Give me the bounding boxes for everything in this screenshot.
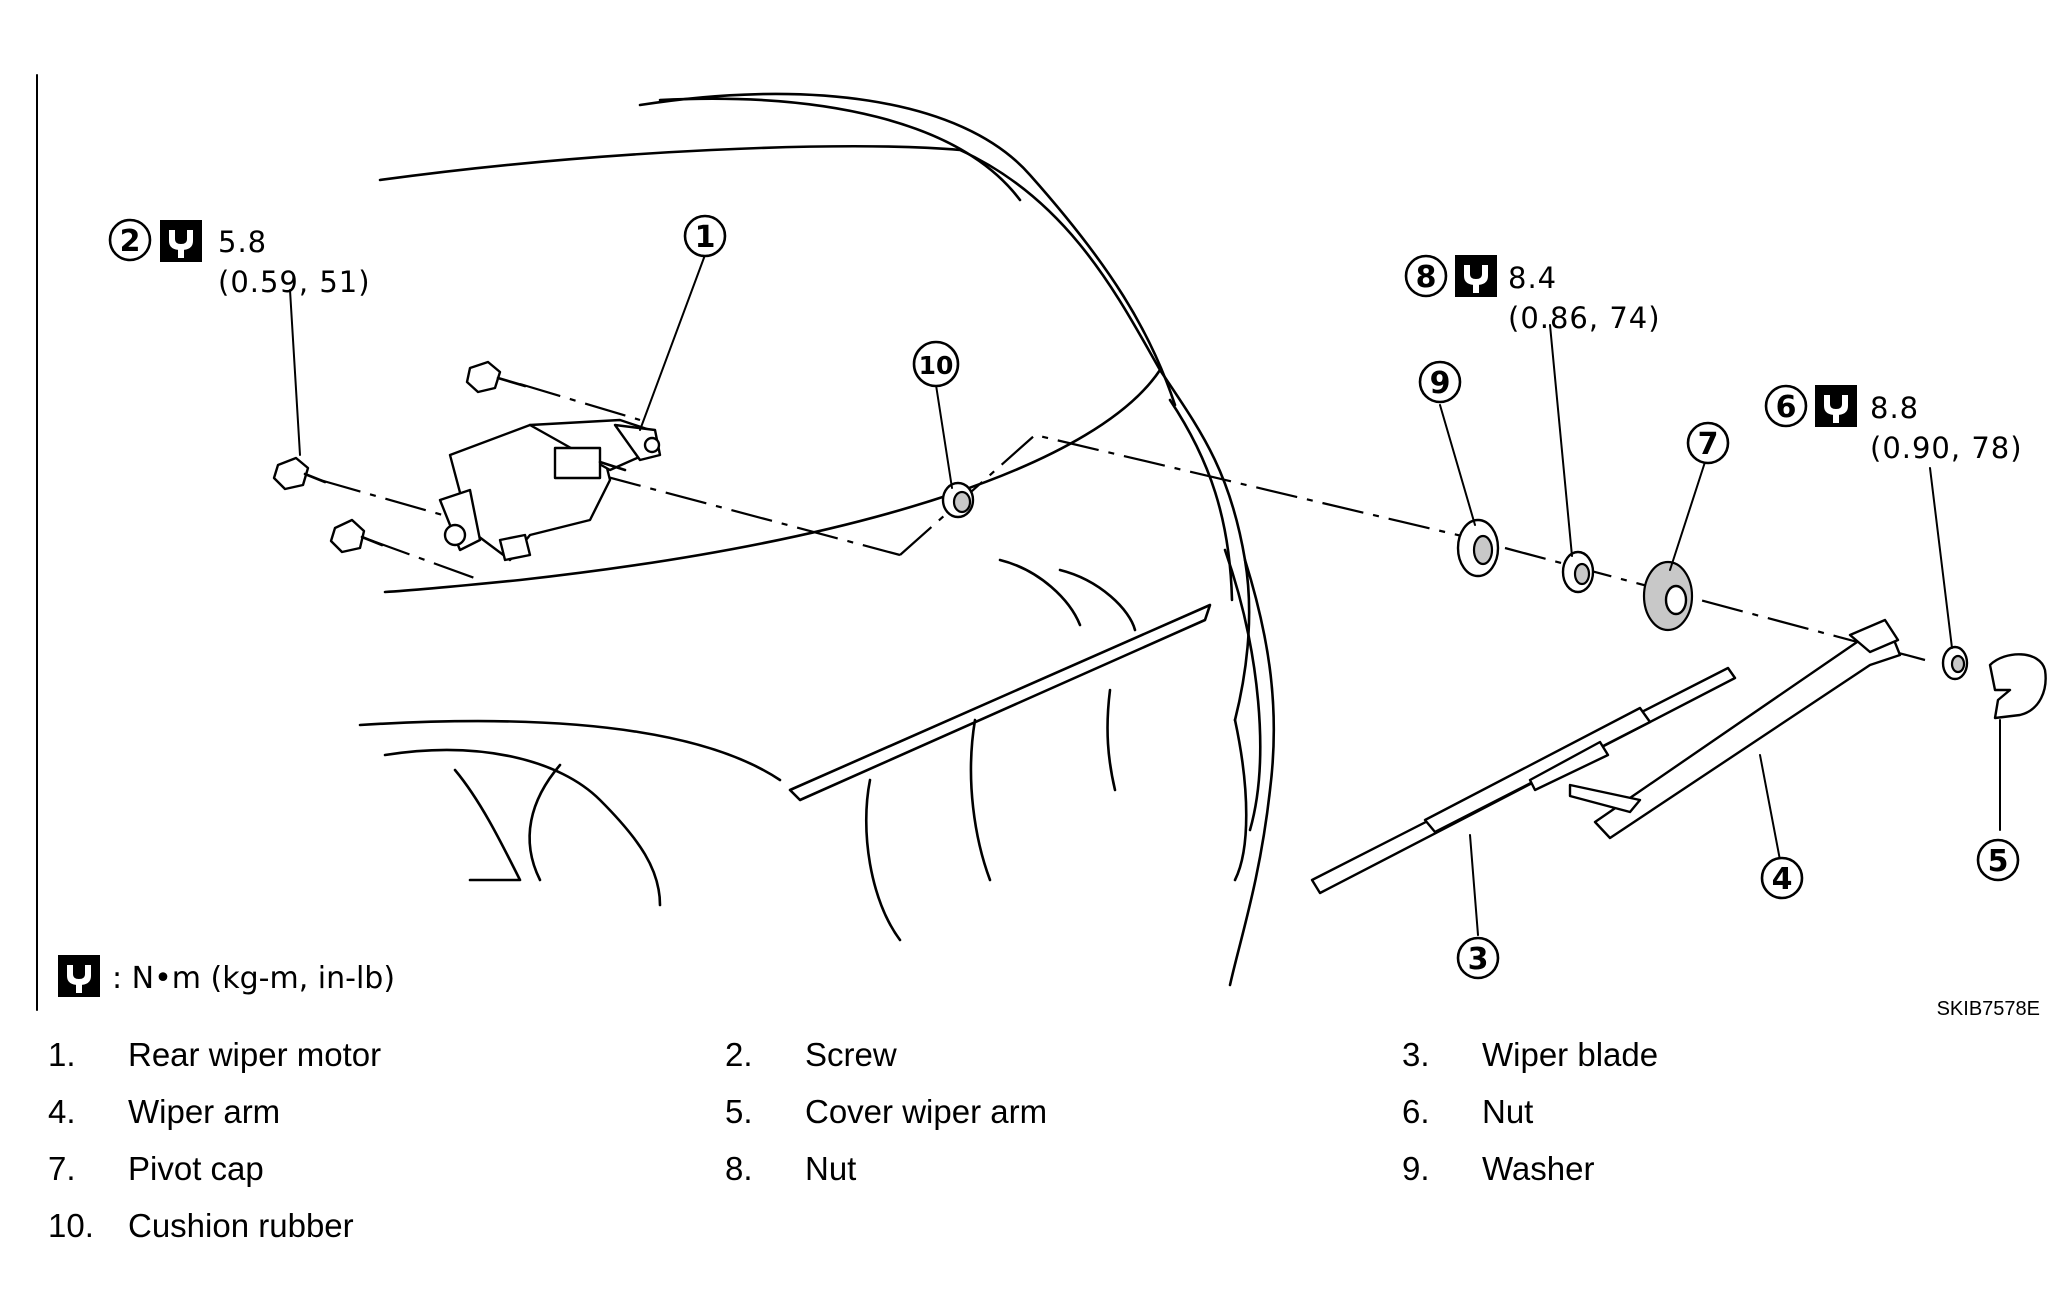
callout-4: 4 <box>1760 856 1804 900</box>
callout-5: 5 <box>1976 838 2020 882</box>
svg-text:1: 1 <box>695 220 716 255</box>
part-number: 2. <box>725 1036 753 1073</box>
svg-text:(0.59, 51): (0.59, 51) <box>218 265 371 299</box>
part-number: 7. <box>48 1150 76 1187</box>
nut-8 <box>1561 550 1595 594</box>
svg-text:2: 2 <box>120 224 141 259</box>
svg-text:5.8: 5.8 <box>218 225 267 259</box>
washer <box>1456 518 1500 578</box>
part-number: 4. <box>48 1093 76 1130</box>
vehicle-rear-body <box>358 92 1276 987</box>
screws <box>272 360 527 554</box>
svg-text:5: 5 <box>1988 844 2009 879</box>
callout-9: 9 <box>1418 360 1462 404</box>
callout-7: 7 <box>1686 421 1730 465</box>
parts-list: 1. Rear wiper motor 2. Screw 3. Wiper bl… <box>0 1025 2062 1285</box>
nut-6 <box>1941 645 1969 681</box>
cover-wiper-arm <box>1988 653 2047 720</box>
svg-text:3: 3 <box>1468 942 1489 977</box>
svg-text:(0.90, 78): (0.90, 78) <box>1870 431 2023 465</box>
svg-text:4: 4 <box>1772 862 1793 897</box>
callout-2: 2 <box>108 218 152 262</box>
part-name: Cushion rubber <box>128 1207 354 1244</box>
part-number: 10. <box>48 1207 94 1244</box>
torque-spec-nut-8: 8.4 (0.86, 74) <box>1455 255 1661 335</box>
wiper-blade <box>1310 666 1737 895</box>
svg-text:6: 6 <box>1776 390 1797 425</box>
part-name: Cover wiper arm <box>805 1093 1048 1130</box>
part-name: Pivot cap <box>128 1150 264 1187</box>
part-name: Washer <box>1482 1150 1595 1187</box>
part-number: 6. <box>1402 1093 1430 1130</box>
part-name: Wiper blade <box>1482 1036 1659 1073</box>
callout-1: 1 <box>683 214 727 258</box>
part-number: 8. <box>725 1150 753 1187</box>
rear-wiper-motor <box>438 418 662 562</box>
callout-10: 10 <box>912 340 960 388</box>
part-name: Nut <box>1482 1093 1534 1130</box>
part-name: Wiper arm <box>128 1093 281 1130</box>
torque-wrench-icon <box>58 955 100 997</box>
part-number: 1. <box>48 1036 76 1073</box>
svg-text:7: 7 <box>1698 427 1719 462</box>
svg-text:9: 9 <box>1430 366 1451 401</box>
svg-text:8.8: 8.8 <box>1870 391 1919 425</box>
svg-text:(0.86, 74): (0.86, 74) <box>1508 301 1661 335</box>
torque-spec-nut-6: 8.8 (0.90, 78) <box>1815 385 2023 465</box>
wiper-arm <box>1568 618 1902 840</box>
part-number: 3. <box>1402 1036 1430 1073</box>
torque-wrench-icon <box>160 220 202 262</box>
torque-wrench-icon <box>1815 385 1857 427</box>
svg-text:: N•m (kg-m, in-lb): : N•m (kg-m, in-lb) <box>112 961 395 996</box>
part-name: Rear wiper motor <box>128 1036 382 1073</box>
cushion-rubber <box>941 481 975 519</box>
part-number: 9. <box>1402 1150 1430 1187</box>
callout-3: 3 <box>1456 936 1500 980</box>
callout-6: 6 <box>1764 384 1808 428</box>
svg-text:8.4: 8.4 <box>1508 261 1557 295</box>
part-name: Screw <box>805 1036 897 1073</box>
leader-lines <box>289 254 2001 936</box>
svg-text:8: 8 <box>1416 260 1437 295</box>
svg-text:10: 10 <box>919 351 954 380</box>
callout-8: 8 <box>1404 254 1448 298</box>
figure-code: SKIB7578E <box>1937 998 2040 1020</box>
torque-unit-legend: : N•m (kg-m, in-lb) <box>58 955 395 997</box>
pivot-cap <box>1642 560 1694 632</box>
torque-wrench-icon <box>1455 255 1497 297</box>
part-number: 5. <box>725 1093 753 1130</box>
part-name: Nut <box>805 1150 857 1187</box>
torque-spec-screw: 5.8 (0.59, 51) <box>160 220 371 299</box>
